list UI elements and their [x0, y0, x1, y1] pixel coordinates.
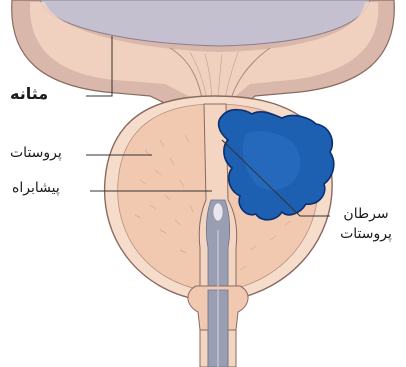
label-cancer-line1: سرطان — [334, 204, 398, 224]
label-prostate-cancer: سرطان پروستات — [334, 204, 398, 245]
label-prostate: پروستات — [10, 145, 62, 163]
label-cancer-line2: پروستات — [334, 224, 398, 244]
label-bladder: مثانه — [10, 84, 48, 104]
urethra-highlight — [213, 203, 223, 221]
label-urethra: پیشابراه — [12, 180, 60, 198]
